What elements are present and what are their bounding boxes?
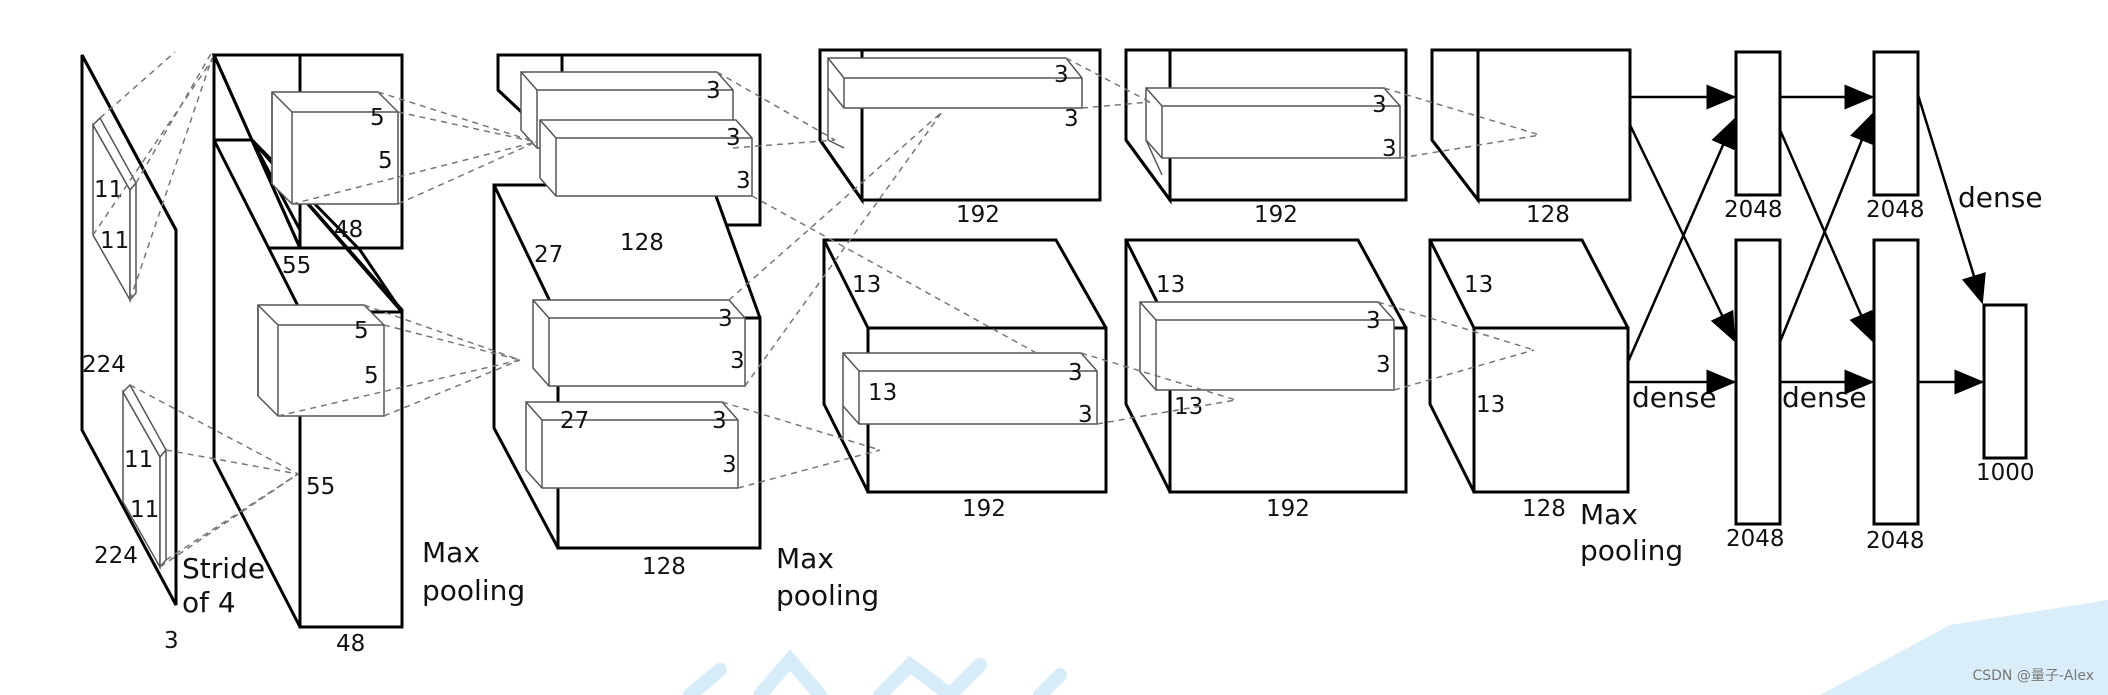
conv2-spatial-top: 27	[534, 242, 563, 268]
kernel2-size-b: 5	[378, 148, 393, 174]
conv4-spatial-top: 13	[1156, 272, 1185, 298]
fc7-bottom-size: 2048	[1866, 528, 1925, 554]
pool1-label-line2: pooling	[422, 574, 525, 607]
fc7-top-size: 2048	[1866, 197, 1925, 223]
stride-label-line1: Stride	[182, 552, 265, 585]
kernel3-label-4: 3	[718, 306, 733, 332]
stride-label-line2: of 4	[182, 586, 236, 619]
kernel1c-size-a: 11	[124, 447, 153, 473]
conv3-k-label-2: 3	[1064, 106, 1079, 132]
conv1-depth-top: 48	[334, 217, 363, 243]
kernel3-label-5: 3	[730, 348, 745, 374]
conv5-depth-bottom: 128	[1522, 496, 1566, 522]
kernel3-label-2: 3	[726, 125, 741, 151]
conv4-depth-top: 192	[1254, 202, 1298, 228]
conv5-spatial-bottom: 13	[1476, 392, 1505, 418]
kernel1c-size-b: 11	[130, 497, 159, 523]
conv4-top-block	[1124, 48, 1408, 205]
dashed-connections	[92, 51, 1541, 568]
watermark-shape	[1820, 600, 2108, 695]
pool3-label-line1: Max	[1580, 498, 1638, 531]
kernel2c-size-a: 5	[354, 318, 369, 344]
csdn-watermark: CSDN @量子-Alex	[1972, 668, 2094, 684]
kernel1-size-b: 11	[100, 228, 129, 254]
fc6-bottom-block	[1734, 238, 1782, 526]
fc6-bottom-size: 2048	[1726, 526, 1785, 552]
conv2-spatial-bottom: 27	[560, 408, 589, 434]
fc6-top-size: 2048	[1724, 197, 1783, 223]
conv1-depth-bottom: 48	[336, 631, 365, 657]
fc8-block	[1982, 303, 2028, 460]
kernel2c-size-b: 5	[364, 363, 379, 389]
fc7-top-block	[1872, 50, 1920, 197]
conv2-kernels	[520, 71, 753, 489]
conv5-bottom-block	[1428, 238, 1630, 494]
conv3-spatial-top: 13	[852, 272, 881, 298]
kernel3-label-1: 3	[706, 78, 721, 104]
input-channels-label: 3	[164, 628, 179, 654]
fc8-size: 1000	[1976, 460, 2035, 486]
dense-connection-arrows	[1626, 84, 1986, 395]
conv4-k-label-1: 3	[1372, 92, 1387, 118]
conv3-k-label-3: 3	[1068, 360, 1083, 386]
conv1-spatial-bottom: 55	[306, 474, 335, 500]
conv3-depth-top: 192	[956, 202, 1000, 228]
fc7-bottom-block	[1872, 238, 1920, 526]
conv4-k-label-2: 3	[1382, 136, 1397, 162]
kernel2-size-a: 5	[370, 105, 385, 131]
conv2-depth-bottom: 128	[642, 554, 686, 580]
pool2-label-line1: Max	[776, 542, 834, 575]
dense-label-3: dense	[1782, 381, 1867, 414]
fc6-top-block	[1734, 50, 1782, 197]
conv5-spatial-top: 13	[1464, 272, 1493, 298]
kernel3-label-3: 3	[736, 168, 751, 194]
conv3-bottom-block	[822, 238, 1108, 494]
conv3-k-label-1: 3	[1054, 62, 1069, 88]
pool3-label-line2: pooling	[1580, 534, 1683, 567]
kernel3-label-6: 3	[712, 408, 727, 434]
input-height-label: 224	[94, 543, 138, 569]
conv4-k-label-3: 3	[1366, 308, 1381, 334]
conv3-k-label-4: 3	[1078, 402, 1093, 428]
input-width-label: 224	[82, 352, 126, 378]
conv3-depth-bottom: 192	[962, 496, 1006, 522]
kernel1-size-a: 11	[94, 177, 123, 203]
conv4-k-label-4: 3	[1376, 352, 1391, 378]
conv1-spatial-top: 55	[282, 253, 311, 279]
conv5-depth-top: 128	[1526, 202, 1570, 228]
kernel3-label-7: 3	[722, 452, 737, 478]
pool2-label-line2: pooling	[776, 579, 879, 612]
conv5-top-block	[1430, 48, 1632, 205]
conv4-bottom-block	[1124, 238, 1408, 494]
conv4-depth-bottom: 192	[1266, 496, 1310, 522]
dense-label-1: dense	[1958, 181, 2043, 214]
conv3-spatial-bottom: 13	[868, 380, 897, 406]
input-layer	[80, 54, 178, 606]
conv2-depth-top: 128	[620, 230, 664, 256]
conv3-top-block	[818, 48, 1102, 205]
pool1-label-line1: Max	[422, 536, 480, 569]
dense-label-2: dense	[1632, 381, 1717, 414]
watermark-strokes	[683, 649, 1067, 695]
